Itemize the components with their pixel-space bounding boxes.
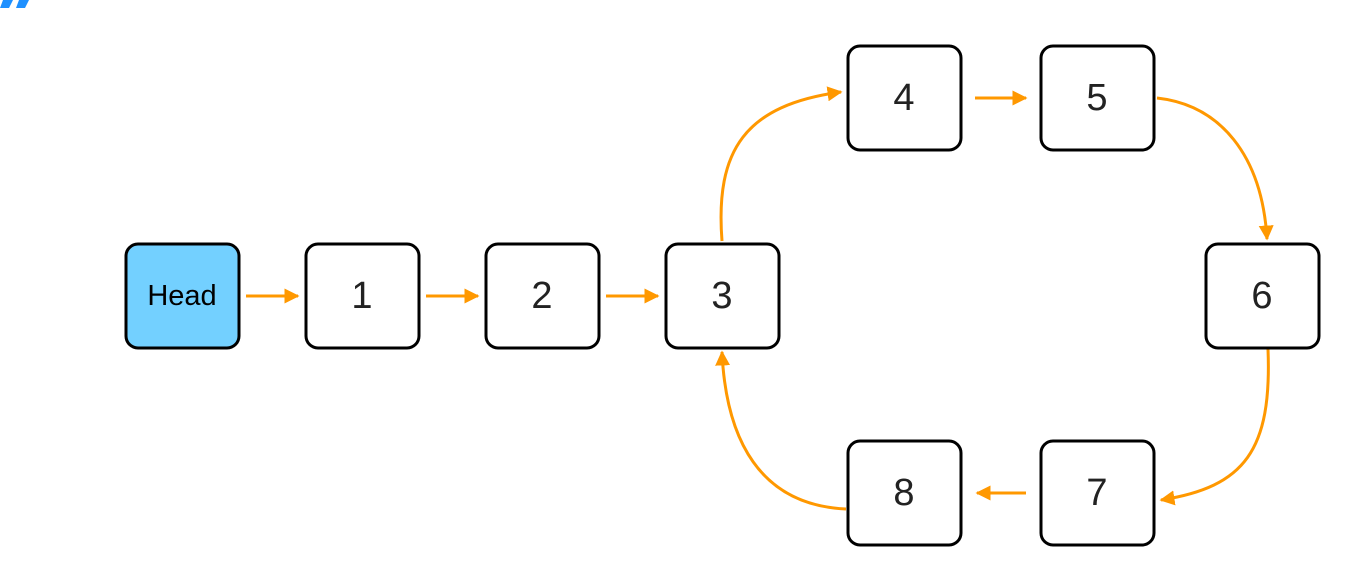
head-node-label: Head: [147, 280, 216, 312]
node-label-2: 2: [531, 275, 552, 317]
node-label-6: 6: [1251, 275, 1272, 317]
edges: [246, 86, 1274, 511]
node-label-1: 1: [351, 275, 372, 317]
corner-mark-decoration: [16, 0, 29, 8]
list-node-7: 7: [1039, 439, 1156, 547]
node-label-3: 3: [711, 275, 732, 317]
list-node-5: 5: [1039, 44, 1156, 152]
list-node-1: 1: [304, 242, 421, 350]
list-node-3: 3: [664, 242, 781, 350]
list-node-2: 2: [484, 242, 601, 350]
corner-mark-decoration: [0, 0, 13, 8]
node-label-4: 4: [893, 77, 914, 119]
edge-3-to-4: [719, 86, 843, 242]
head-node: Head: [124, 242, 241, 350]
edge-5-to-6: [1156, 96, 1274, 241]
node-label-7: 7: [1086, 472, 1107, 514]
edge-8-to-3: [715, 350, 847, 511]
node-label-8: 8: [893, 472, 914, 514]
edge-6-to-7: [1159, 348, 1270, 506]
list-node-6: 6: [1204, 242, 1321, 350]
node-label-5: 5: [1086, 77, 1107, 119]
list-node-8: 8: [846, 439, 963, 547]
list-node-4: 4: [846, 44, 963, 152]
